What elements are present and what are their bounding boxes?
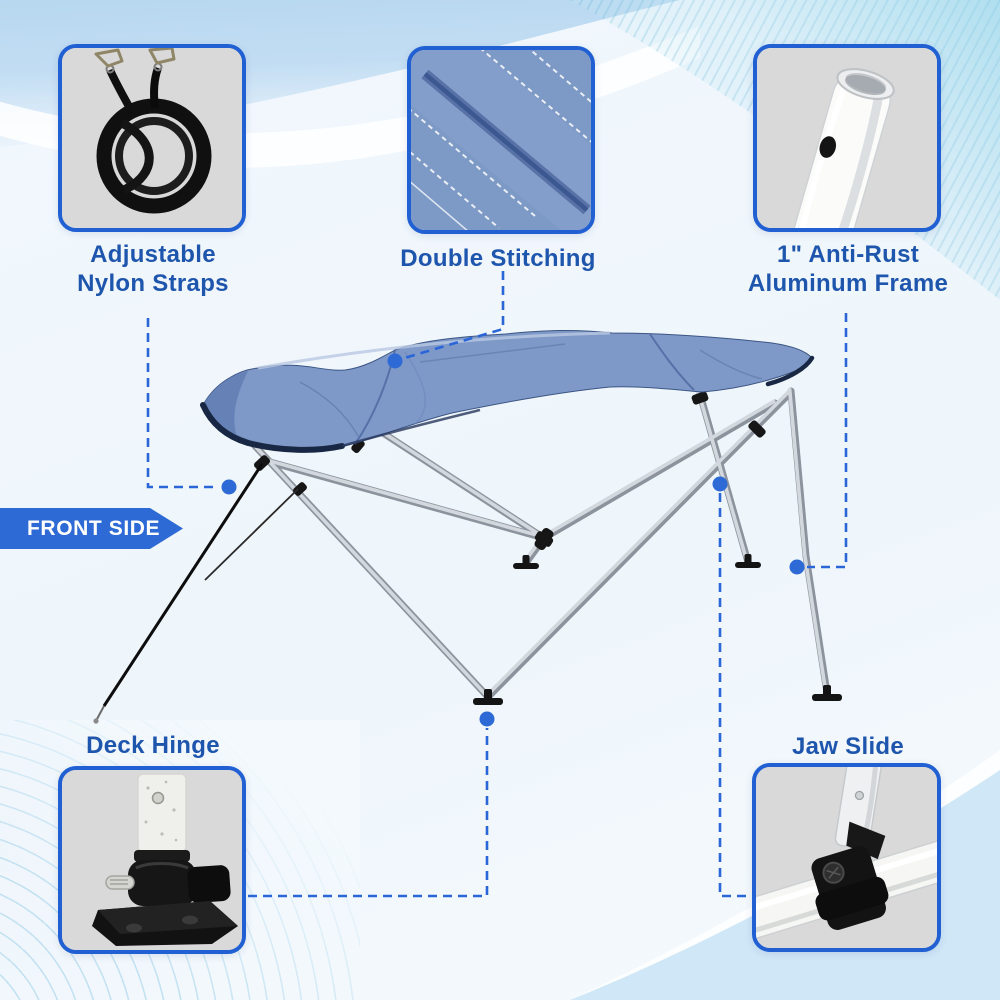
frame-photo-box xyxy=(753,44,941,232)
deck-mount-feet xyxy=(473,554,842,705)
nylon-straps-photo xyxy=(62,48,242,228)
double-stitching-photo xyxy=(411,50,591,230)
callout-connector-dots xyxy=(221,353,805,727)
stitching-photo-box xyxy=(407,46,595,234)
frame-heading: 1" Anti-Rust Aluminum Frame xyxy=(747,241,949,298)
deck-hinge-photo xyxy=(62,770,242,950)
aluminum-tube-photo xyxy=(757,48,937,228)
straps-photo-box xyxy=(58,44,246,232)
deck-hinge-photo-box xyxy=(58,766,246,954)
canopy-fabric xyxy=(200,329,815,453)
front-side-badge-label: FRONT SIDE xyxy=(27,516,161,540)
front-tie-down-straps xyxy=(93,463,299,724)
deck-hinge-heading: Deck Hinge xyxy=(86,732,220,759)
jaw-slide-photo xyxy=(756,767,937,948)
jaw-slide-photo-box xyxy=(752,763,941,952)
callout-connector-lines xyxy=(146,271,848,898)
frame-fittings xyxy=(253,391,766,550)
front-side-badge: FRONT SIDE xyxy=(0,508,183,549)
jaw-slide-heading: Jaw Slide xyxy=(791,733,905,760)
stitching-heading: Double Stitching xyxy=(400,245,596,272)
straps-heading: Adjustable Nylon Straps xyxy=(77,241,229,298)
